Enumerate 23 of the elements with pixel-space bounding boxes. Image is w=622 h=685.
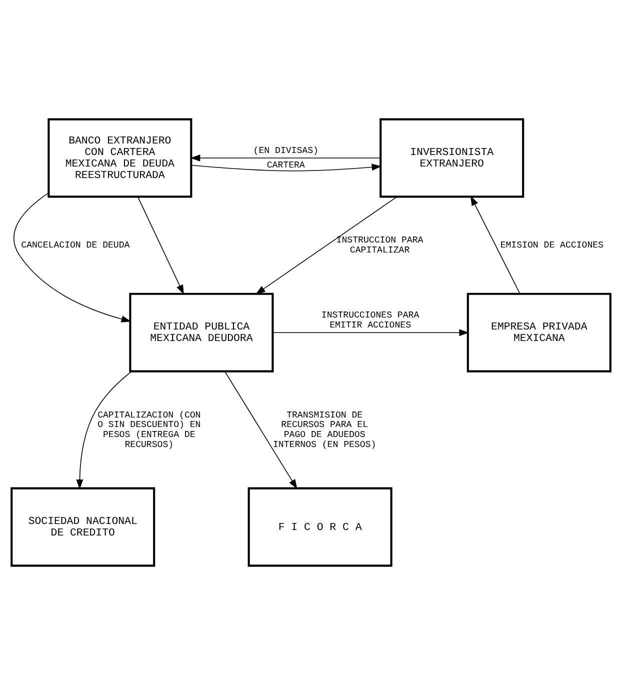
arrow [13,192,132,322]
node-box: ENTIDAD PUBLICA MEXICANA DEUDORA [129,292,274,372]
arrow [272,329,470,336]
arrow [470,196,520,294]
arrow [76,370,132,490]
node-box: BANCO EXTRANJERO CON CARTERA MEXICANA DE DEUDA REESTRUCTURADA [48,118,192,198]
edge-label: EMISION DE ACCIONES [500,240,604,251]
edge-label: CAPITALIZACION (CON O SIN DESCUENTO) EN PESOS (ENTREGA DE RECURSOS) [98,409,201,450]
edge-label: (EN DIVISAS) [253,144,318,156]
edge-label: CARTERA [266,160,305,171]
arrow [224,371,298,490]
node-box: F I C O R C A [248,487,392,567]
node-box: EMPRESA PRIVADA MEXICANA [466,292,612,372]
arrow [255,196,398,294]
edge-label: INSTRUCCION PARA CAPITALIZAR [336,234,424,256]
arrow [137,196,184,295]
arrow [190,154,381,162]
node-box: INVERSIONISTA EXTRANJERO [380,118,524,198]
edge-label: INSTRUCCIONES PARA EMITIR ACCIONES [321,310,420,331]
edge-label: TRANSMISION DE RECURSOS PARA EL PAGO DE ADUEDOS INTERNOS (EN PESOS) [273,409,376,450]
arrow [190,164,382,172]
node-box: SOCIEDAD NACIONAL DE CREDITO [10,487,156,567]
edge-label: CANCELACION DE DEUDA [21,240,130,251]
